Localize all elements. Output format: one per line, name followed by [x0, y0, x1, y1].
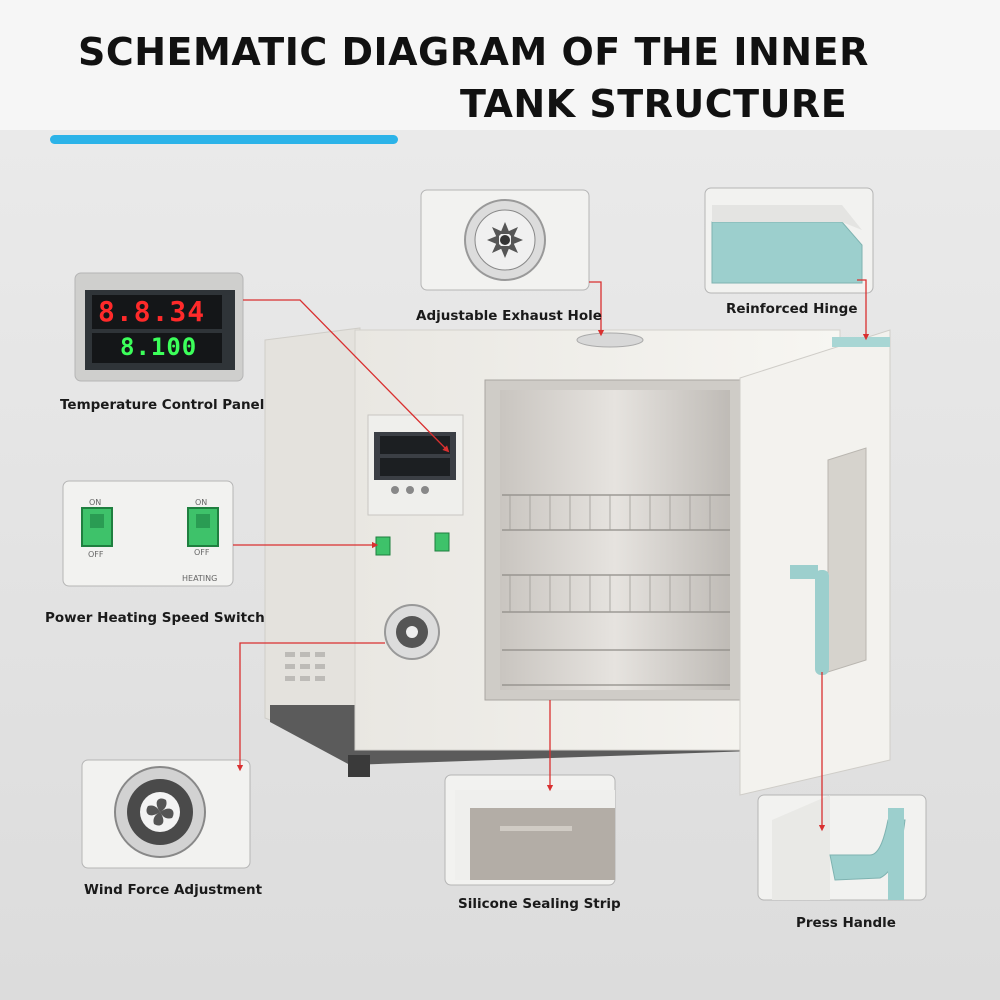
label-power-heating-speed-switch: Power Heating Speed Switch [45, 610, 265, 626]
display-top-readout: 8.8.34 [98, 295, 206, 328]
switch-right-off-label: OFF [194, 548, 210, 557]
label-press-handle: Press Handle [796, 915, 896, 931]
display-bottom-readout: 8.100 [120, 333, 198, 361]
inset-sealing-strip [444, 774, 616, 886]
label-reinforced-hinge: Reinforced Hinge [726, 301, 858, 317]
switch-right-on-label: ON [195, 498, 208, 507]
label-temperature-control-panel: Temperature Control Panel [60, 397, 265, 413]
switch-left-on-label: ON [89, 498, 102, 507]
leader-lines [233, 279, 870, 832]
inset-wind-force [81, 759, 251, 869]
inset-exhaust-hole [420, 189, 590, 291]
switch-left-off-label: OFF [88, 550, 104, 559]
label-silicone-sealing-strip: Silicone Sealing Strip [458, 896, 621, 912]
oven [264, 327, 891, 796]
label-wind-force-adjustment: Wind Force Adjustment [84, 882, 263, 898]
inset-switch [62, 480, 234, 587]
title-line-1: SCHEMATIC DIAGRAM OF THE INNER [78, 30, 869, 74]
inset-hinge [704, 187, 874, 294]
accent-bar [50, 135, 398, 144]
switch-heating-label: HEATING [182, 574, 218, 583]
fan-icon [146, 798, 174, 826]
inset-press-handle [757, 794, 927, 901]
inset-temperature-panel [74, 272, 244, 382]
title-line-2: TANK STRUCTURE [460, 82, 848, 126]
label-exhaust-hole: Adjustable Exhaust Hole [416, 308, 602, 324]
